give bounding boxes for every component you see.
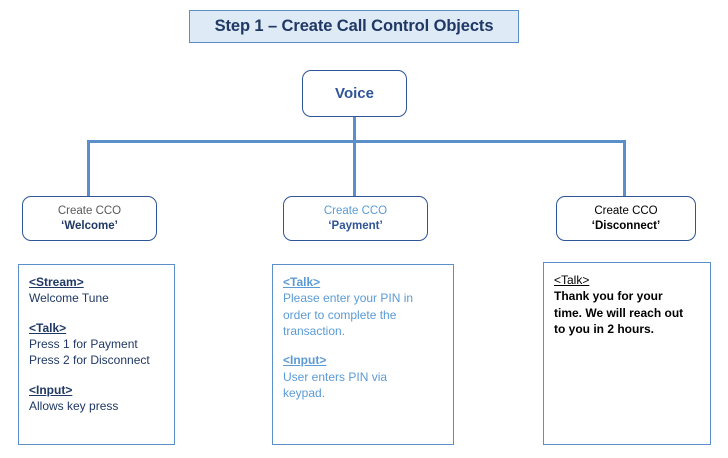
detail-line: transaction. — [283, 323, 346, 338]
page-title: Step 1 – Create Call Control Objects — [214, 17, 494, 35]
connector-drop-disconnect — [623, 140, 626, 197]
detail-box-payment: <Talk> Please enter your PIN in order to… — [272, 264, 454, 445]
detail-line: Welcome Tune — [29, 291, 109, 306]
detail-box-welcome: <Stream> Welcome Tune <Talk> Press 1 for… — [18, 264, 175, 445]
node-voice-label: Voice — [335, 85, 374, 102]
verb-tag: <Talk> — [29, 320, 67, 335]
node-cco-welcome[interactable]: Create CCO ‘Welcome’ — [22, 196, 157, 241]
node-cco-welcome-name: ‘Welcome’ — [61, 219, 118, 232]
node-cco-payment[interactable]: Create CCO ‘Payment’ — [283, 196, 428, 241]
verb-tag: <Input> — [29, 382, 73, 397]
node-cco-payment-name: ‘Payment’ — [328, 219, 383, 232]
diagram-title-banner: Step 1 – Create Call Control Objects — [189, 10, 519, 43]
detail-line: order to complete the — [283, 307, 397, 322]
connector-drop-payment — [353, 140, 356, 197]
detail-segment: <Talk> Press 1 for Payment Press 2 for D… — [29, 320, 164, 369]
detail-box-disconnect: <Talk> Thank you for your time. We will … — [543, 262, 711, 445]
detail-segment: <Stream> Welcome Tune — [29, 274, 164, 307]
detail-line: Allows key press — [29, 398, 119, 413]
verb-tag: <Stream> — [29, 275, 84, 289]
connector-horizontal-bus — [87, 140, 626, 143]
detail-line: to you in 2 hours. — [554, 321, 655, 336]
detail-line: User enters PIN via — [283, 369, 388, 384]
detail-line: keypad. — [283, 385, 326, 400]
detail-line: Press 1 for Payment — [29, 336, 138, 351]
verb-tag: <Talk> — [554, 273, 590, 287]
detail-segment: <Talk> Thank you for your time. We will … — [554, 272, 700, 337]
connector-drop-welcome — [87, 140, 90, 197]
node-cco-disconnect-kind: Create CCO — [594, 204, 658, 217]
detail-segment: <Input> User enters PIN via keypad. — [283, 352, 443, 401]
detail-segment: <Input> Allows key press — [29, 382, 164, 415]
verb-tag: <Input> — [283, 353, 327, 368]
node-cco-disconnect-name: ‘Disconnect’ — [591, 219, 661, 232]
node-cco-disconnect[interactable]: Create CCO ‘Disconnect’ — [556, 196, 696, 241]
node-cco-welcome-kind: Create CCO — [57, 204, 122, 217]
node-cco-payment-kind: Create CCO — [323, 204, 388, 217]
detail-line: Please enter your PIN in — [283, 291, 414, 306]
verb-tag: <Talk> — [283, 275, 321, 289]
detail-segment: <Talk> Please enter your PIN in order to… — [283, 274, 443, 339]
node-voice[interactable]: Voice — [302, 70, 407, 117]
connector-trunk-vertical — [353, 117, 356, 142]
detail-line: time. We will reach out — [554, 305, 684, 320]
detail-line: Thank you for your — [554, 289, 663, 304]
detail-line: Press 2 for Disconnect — [29, 353, 150, 368]
